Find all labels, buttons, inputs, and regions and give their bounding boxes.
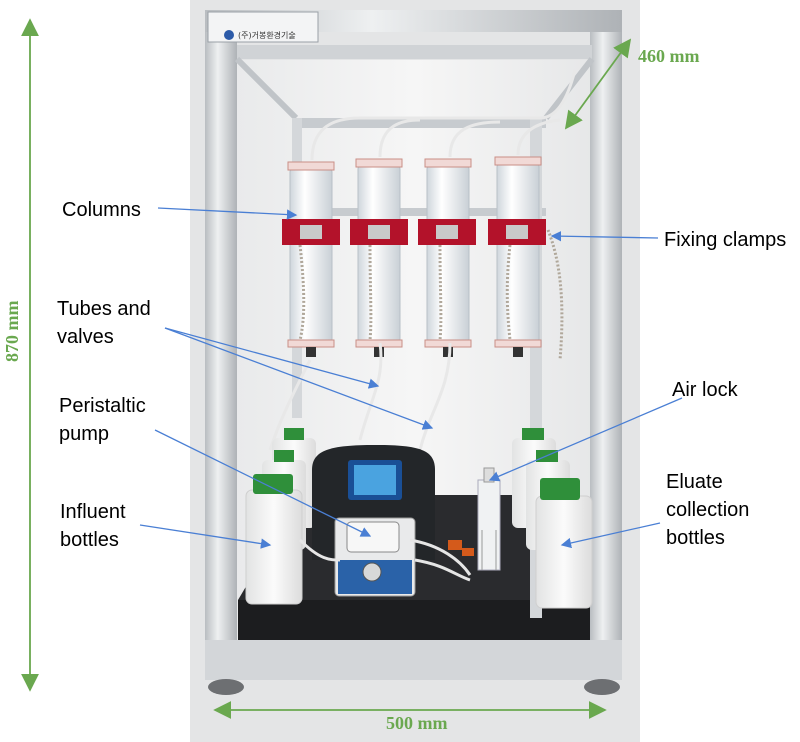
air-lock bbox=[477, 467, 501, 571]
annotation-arrows bbox=[139, 207, 683, 549]
dimension-depth: 460 mm bbox=[638, 46, 700, 66]
nameplate-company: (주)거봉환경기술 bbox=[238, 31, 296, 40]
label-tubes-line1: Tubes and bbox=[57, 298, 151, 320]
columns bbox=[287, 156, 542, 357]
frame-bottom-bar bbox=[205, 640, 622, 680]
dimension-height: 870 mm bbox=[2, 300, 22, 363]
label-peristaltic-line2: pump bbox=[59, 423, 110, 445]
cabinet-floor bbox=[238, 600, 590, 640]
label-tubes-line2: valves bbox=[57, 326, 114, 348]
frame-post-right bbox=[590, 10, 622, 680]
column-rack-bar bbox=[296, 118, 546, 128]
fixing-clamps bbox=[282, 219, 546, 245]
foot-left bbox=[208, 679, 244, 695]
eluate-bottles bbox=[512, 428, 593, 609]
label-eluate-line3: bottles bbox=[666, 527, 725, 549]
dimension-width: 500 mm bbox=[386, 713, 448, 733]
label-eluate-line1: Eluate bbox=[666, 471, 723, 493]
label-eluate-line2: collection bbox=[666, 499, 750, 521]
influent-bottles bbox=[245, 428, 316, 605]
foot-right bbox=[584, 679, 620, 695]
dimension-arrows bbox=[21, 18, 632, 719]
label-influent-line2: bottles bbox=[60, 529, 119, 551]
label-columns: Columns bbox=[62, 199, 141, 221]
label-peristaltic-line1: Peristaltic bbox=[59, 395, 146, 417]
label-fixing-clamps: Fixing clamps bbox=[664, 229, 787, 251]
label-influent-line1: Influent bbox=[60, 501, 126, 523]
peristaltic-pump bbox=[312, 445, 435, 597]
label-air-lock: Air lock bbox=[672, 379, 738, 401]
